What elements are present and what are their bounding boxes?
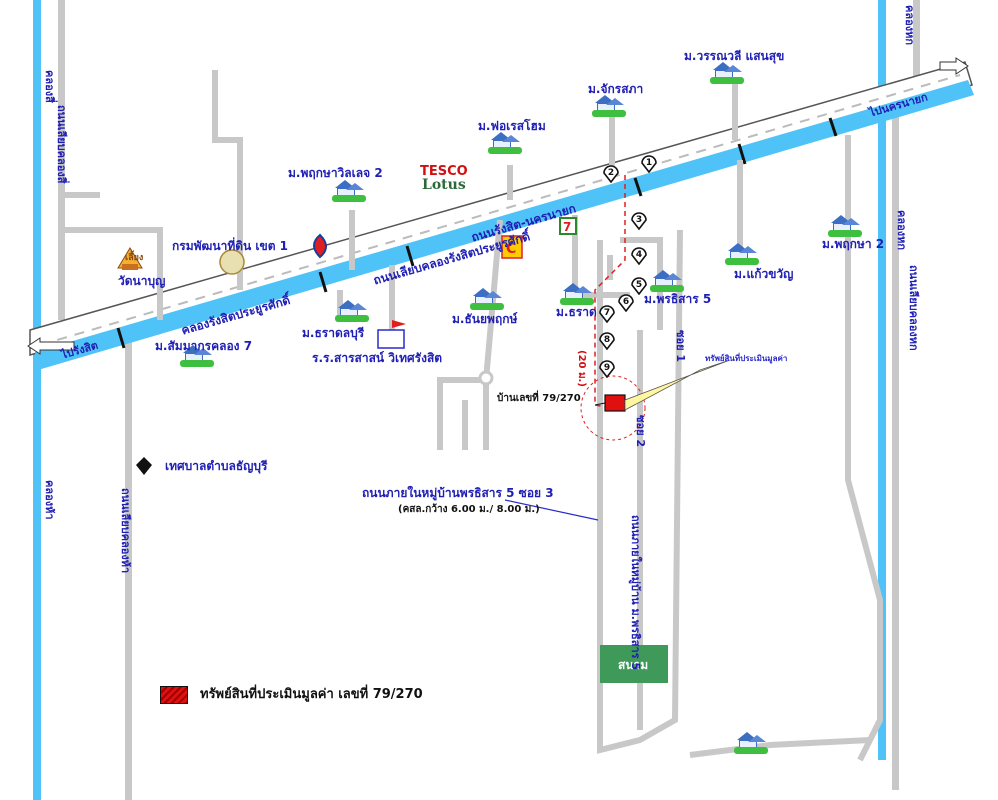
highway-dash: [39, 74, 961, 346]
label-canal-6-road: ถนนเลียบคลองหก: [907, 265, 920, 351]
svg-text:7: 7: [563, 220, 571, 234]
house-icon: [828, 215, 862, 237]
svg-text:3: 3: [636, 215, 642, 225]
label-canal-4: คลองสี่: [43, 70, 56, 103]
school-icon: [377, 329, 405, 349]
route-marker-6: 6: [617, 292, 635, 312]
svg-text:2: 2: [608, 168, 614, 178]
label-pruksa2: ม.พฤกษา 2: [822, 237, 885, 251]
label-land-dept: กรมพัฒนาที่ดิน เขต 1: [172, 239, 289, 253]
house-icon: [335, 300, 369, 322]
route-marker-4: 4: [630, 245, 648, 265]
label-distance: (20 ม.): [576, 350, 587, 387]
label-field: สนาม: [618, 658, 649, 672]
main-canal: [35, 80, 974, 370]
label-tharad: ม.ธราด: [556, 305, 597, 319]
route-marker-2: 2: [602, 163, 620, 183]
house-icon: [734, 732, 768, 754]
label-porntisarn5: ม.พรธิสาร 5: [644, 292, 712, 306]
route-line: [594, 175, 626, 409]
route-marker-3: 3: [630, 210, 648, 230]
canal-4-road: [58, 0, 65, 320]
label-canal-6-top: คลองหก: [895, 210, 908, 250]
canal-6-road-south: [892, 110, 899, 790]
label-forest-home: ม.ฟอเรสโฮม: [478, 119, 546, 133]
route-marker-7: 7: [598, 303, 616, 323]
svg-text:C: C: [506, 241, 516, 257]
label-wat: วัดนาบุญ: [118, 274, 166, 288]
label-school: ร.ร.สารสาสน์ วิเทศรังสิต: [312, 351, 443, 365]
arrow-nakhon-nayok: [939, 57, 969, 75]
route-marker-1: 1: [640, 153, 658, 173]
house-icon: [560, 283, 594, 305]
label-road-spec: (คสล.กว้าง 6.00 ม./ 8.00 ม.): [398, 504, 540, 515]
label-chakrasapha: ม.จักรสภา: [588, 82, 644, 96]
canal-6-road: [913, 0, 920, 110]
svg-text:8: 8: [604, 335, 610, 345]
canal-6: [878, 0, 886, 760]
gas-station-logo: [313, 233, 327, 259]
legend-swatch: [160, 686, 188, 704]
label-internal-road: ถนนภายในหมู่บ้านพรธิสาร 5 ซอย 3: [362, 486, 554, 500]
house-icon: [488, 132, 522, 154]
canal-5-road: [125, 340, 132, 800]
house-icon: [592, 95, 626, 117]
tesco-logo-bottom: Lotus: [422, 177, 466, 193]
label-canal-6: คลองหก: [903, 5, 916, 45]
house-icon: [470, 288, 504, 310]
label-pruksa-village2: ม.พฤกษาวิลเลจ 2: [288, 166, 383, 180]
house-icon: [332, 180, 366, 202]
canal-4: [33, 0, 41, 800]
label-village-road: ถนนภายในหมู่บ้าน ม.พรธิสาร 5: [629, 515, 642, 671]
land-dept-logo: [219, 249, 245, 275]
temple-sign: เลี้ยง: [125, 253, 144, 263]
tesco-logo-top: TESCO: [420, 164, 468, 179]
route-marker-9: 9: [598, 358, 616, 378]
label-sammakorn: ม.สัมมากรคลอง 7: [155, 339, 253, 353]
route-marker-5: 5: [630, 275, 648, 295]
svg-text:1: 1: [646, 158, 652, 168]
subject-property: [604, 394, 626, 412]
seven-eleven-logo: [559, 217, 577, 235]
house-icon: [725, 243, 759, 265]
label-tharadbury: ม.ธราดลบุรี: [302, 326, 365, 340]
field-area: [600, 645, 668, 683]
house-icon: [180, 345, 214, 367]
label-soi-1: ซอย 1: [674, 330, 687, 363]
route-marker-8: 8: [598, 330, 616, 350]
label-house-no: บ้านเลขที่ 79/270: [497, 393, 581, 404]
svg-text:6: 6: [623, 297, 629, 307]
label-municipality: เทศบาลตำบลธัญบุรี: [165, 459, 268, 473]
label-warm-sensuk: ม.วรรณวลี แสนสุข: [684, 49, 785, 63]
shop-logo: [501, 235, 523, 259]
north-roads: [65, 70, 738, 320]
svg-text:9: 9: [604, 363, 610, 373]
label-thanyapruk: ม.ธันยพฤกษ์: [452, 312, 518, 326]
house-icon: [650, 270, 684, 292]
legend-text: ทรัพย์สินที่ประเมินมูลค่า เลขที่ 79/270: [200, 687, 423, 702]
callout-text: ทรัพย์สินที่ประเมินมูลค่า: [705, 354, 788, 363]
garuda-emblem: [136, 457, 152, 475]
label-soi-2: ซอย 2: [634, 415, 647, 448]
label-kaew-kwan: ม.แก้วขวัญ: [734, 267, 794, 281]
bridges: [116, 117, 838, 349]
arrow-rangsit: [27, 337, 75, 355]
legend: ทรัพย์สินที่ประเมินมูลค่า เลขที่ 79/270: [160, 684, 520, 704]
label-canal-5: คลองห้า: [43, 480, 56, 520]
label-canal-5-road: ถนนเลียบคลองห้า: [119, 488, 132, 574]
svg-text:7: 7: [604, 308, 610, 318]
house-icon: [710, 62, 744, 84]
label-canal-4-road: ถนนเลียบคลองสี่: [55, 105, 68, 184]
svg-text:5: 5: [636, 280, 642, 290]
svg-text:4: 4: [636, 250, 642, 260]
